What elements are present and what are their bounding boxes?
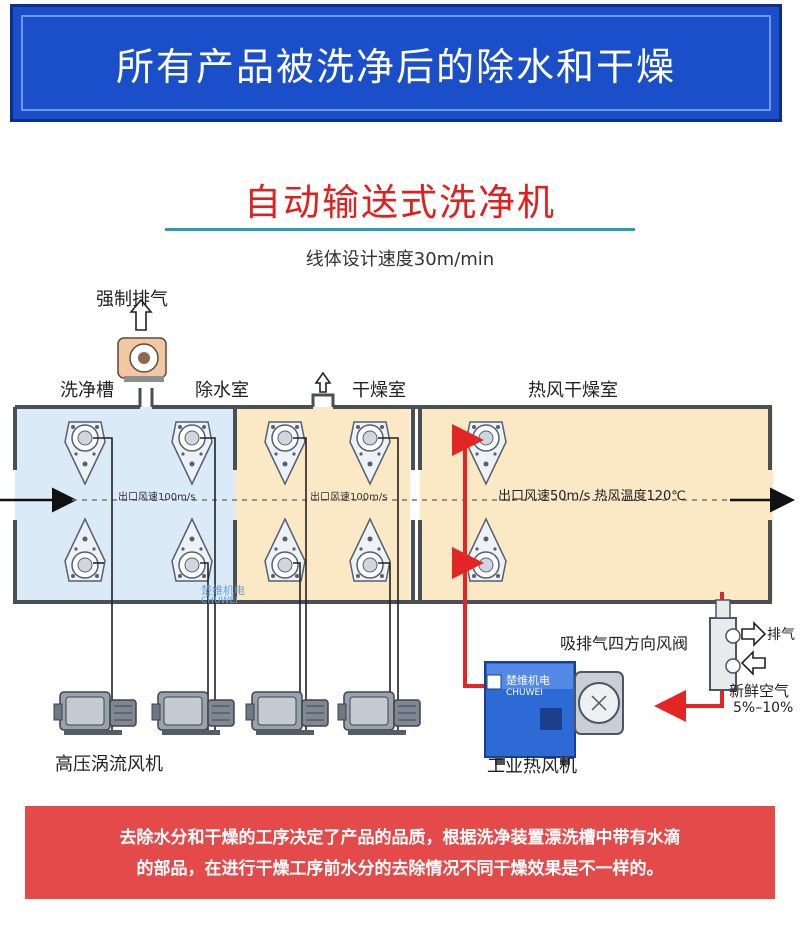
banner-title: 所有产品被洗净后的除水和干燥 (115, 44, 676, 89)
header-banner: 所有产品被洗净后的除水和干燥 (10, 4, 782, 122)
title-underline (165, 228, 635, 231)
air-pipes (93, 437, 399, 730)
industrial-heater-label: 工业热风机 (487, 756, 577, 777)
dewater-room-label: 除水室 (195, 380, 249, 401)
hp-blower-label: 高压涡流风机 (55, 754, 163, 775)
note-line-1: 去除水分和干燥的工序决定了产品的品质，根据洗净装置漂洗槽中带有水滴 (119, 828, 681, 848)
outlet-speed-label-2: 出口风速100m/s (310, 492, 388, 503)
chamber-walls (13, 405, 772, 604)
blower-icon (151, 691, 235, 736)
heater-brand-en: CHUWEI (506, 688, 543, 698)
outlet-speed-hot-label: 出口风速50m/s 热风温度120℃ (498, 489, 686, 504)
blower-icon (245, 691, 329, 736)
line-speed-text: 线体设计速度30m/min (305, 249, 495, 270)
wash-tank-label: 洗净槽 (60, 380, 114, 401)
fresh-air-ratio-label: 5%–10% (733, 700, 794, 716)
valve-icon (709, 599, 741, 691)
hot-air-room-label: 热风干燥室 (528, 380, 618, 401)
fresh-air-label: 新鲜空气 (729, 682, 790, 700)
process-note: 去除水分和干燥的工序决定了产品的品质，根据洗净装置漂洗槽中带有水滴 的部品，在进… (25, 806, 775, 899)
brand-watermark-en: CHUWEI (201, 596, 238, 606)
machine-title: 自动输送式洗净机 (244, 181, 556, 224)
outlet-speed-label-1: 出口风速100m/s (118, 492, 196, 503)
centrifugal-fan-icon (117, 337, 167, 382)
valve-label: 吸排气四方向风阀 (560, 634, 689, 653)
heater-icon (484, 661, 624, 765)
arrow-up-icon (129, 298, 153, 331)
blower-icon (53, 691, 137, 736)
blower-icon (337, 691, 421, 736)
brand-watermark-cn: 楚维机电 (201, 584, 245, 597)
arrow-right-icon (741, 621, 767, 647)
heater-brand-cn: 楚维机电 (506, 674, 550, 687)
dry-room-label: 干燥室 (352, 380, 406, 401)
exhaust-label: 排气 (767, 627, 795, 643)
banner-frame (21, 15, 771, 111)
arrow-left-icon (740, 650, 766, 676)
arrow-up-icon (314, 371, 332, 393)
note-line-2: 的部品，在进行干燥工序前水分的去除情况不同干燥效果是不一样的。 (136, 859, 664, 879)
forced-exhaust-label: 强制排气 (96, 289, 168, 310)
